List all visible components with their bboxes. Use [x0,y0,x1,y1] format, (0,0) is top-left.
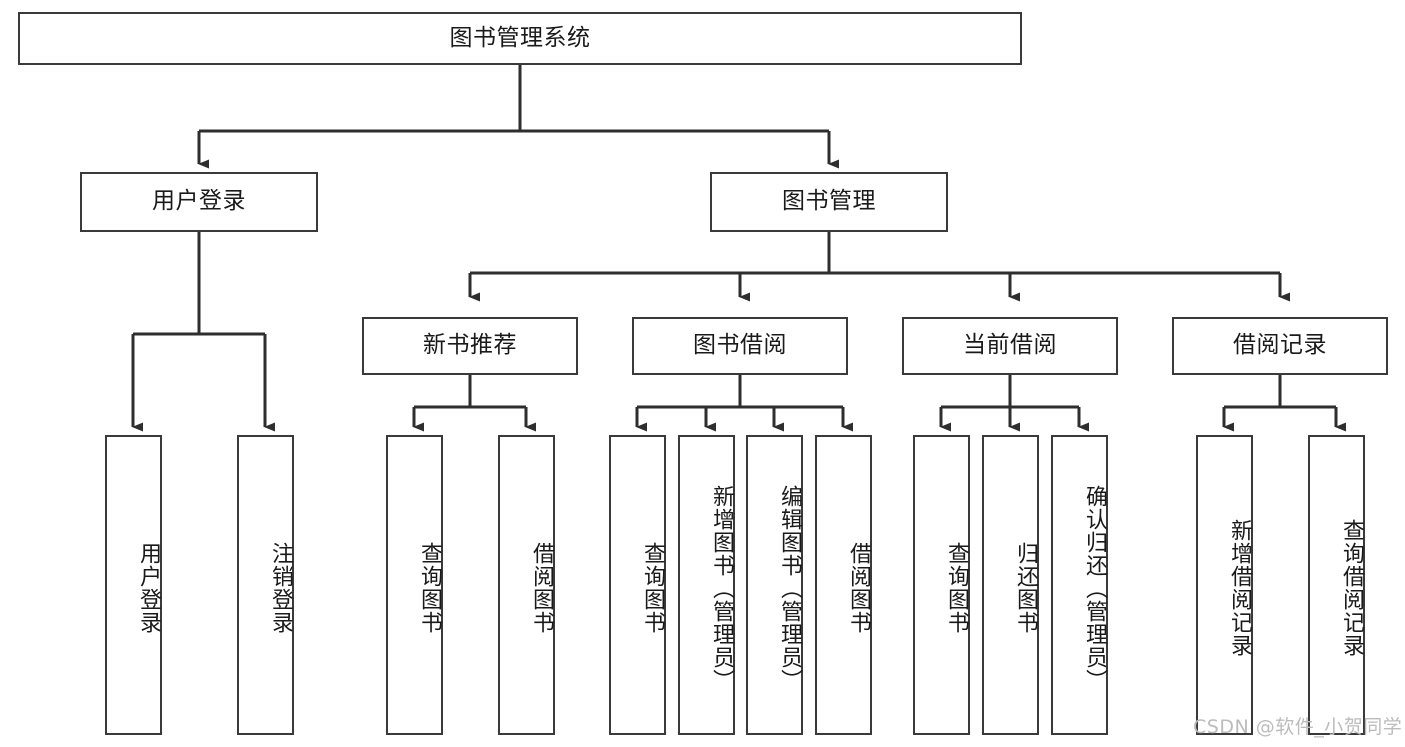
node-label: 注销登录 [268,542,293,634]
node-label: 图书管理系统 [449,24,591,51]
leaf-confirm-return[interactable]: 确认归还（管理员） [1051,435,1108,735]
node-current-borrow[interactable]: 当前借阅 [902,317,1118,375]
leaf-query-record[interactable]: 查询借阅记录 [1308,435,1365,735]
node-label: 确认归还（管理员） [1082,484,1107,692]
leaf-add-record[interactable]: 新增借阅记录 [1196,435,1253,735]
node-label: 新增图书（管理员） [709,484,734,692]
node-label: 归还图书 [1013,542,1038,634]
leaf-query-book-2[interactable]: 查询图书 [609,435,666,735]
node-new-book-recommend[interactable]: 新书推荐 [362,317,578,375]
node-label: 查询图书 [640,542,665,634]
node-label: 借阅图书 [529,542,554,634]
node-label: 当前借阅 [963,332,1057,359]
leaf-logout-login[interactable]: 注销登录 [237,435,294,735]
node-label: 编辑图书（管理员） [777,484,802,692]
leaf-borrow-book-2[interactable]: 借阅图书 [815,435,872,735]
node-label: 借阅记录 [1233,332,1327,359]
node-label: 借阅图书 [846,542,871,634]
node-label: 查询借阅记录 [1339,519,1364,657]
leaf-query-book-1[interactable]: 查询图书 [386,435,443,735]
node-book-management-system[interactable]: 图书管理系统 [18,12,1022,65]
node-label: 图书管理 [782,188,876,215]
node-book-borrow[interactable]: 图书借阅 [632,317,848,375]
leaf-borrow-book-1[interactable]: 借阅图书 [498,435,555,735]
node-label: 用户登录 [136,542,161,634]
leaf-user-login[interactable]: 用户登录 [105,435,162,735]
node-borrow-record[interactable]: 借阅记录 [1172,317,1388,375]
node-label: 查询图书 [944,542,969,634]
node-book-management[interactable]: 图书管理 [710,172,948,232]
leaf-add-book[interactable]: 新增图书（管理员） [678,435,735,735]
leaf-edit-book[interactable]: 编辑图书（管理员） [746,435,803,735]
node-label: 图书借阅 [693,332,787,359]
node-label: 用户登录 [152,188,246,215]
node-label: 查询图书 [417,542,442,634]
node-label: 新增借阅记录 [1227,519,1252,657]
leaf-return-book[interactable]: 归还图书 [982,435,1039,735]
leaf-query-book-3[interactable]: 查询图书 [913,435,970,735]
csdn-watermark: CSDN @软件_小贺同学 [1193,716,1403,738]
node-label: 新书推荐 [423,332,517,359]
node-user-login[interactable]: 用户登录 [80,172,318,232]
